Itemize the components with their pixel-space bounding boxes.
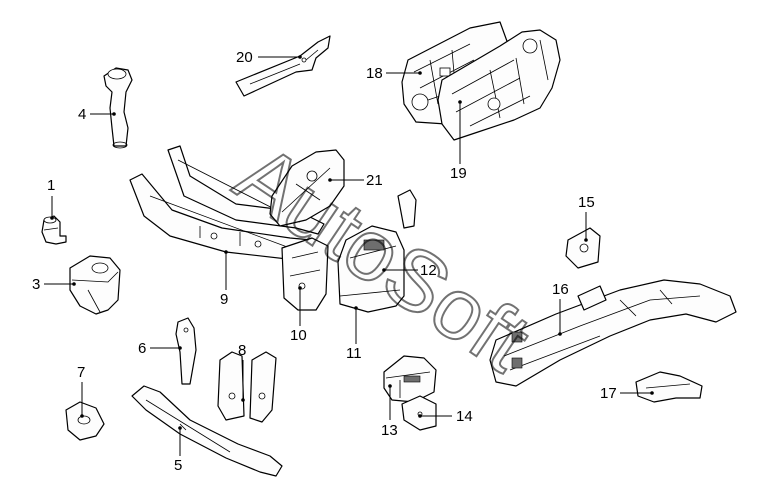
svg-text:9: 9	[220, 291, 228, 308]
callout-12: 12	[382, 262, 437, 279]
callout-13: 13	[381, 384, 398, 439]
svg-text:20: 20	[236, 49, 253, 66]
part-17-bracket	[635, 371, 703, 403]
svg-text:6: 6	[138, 340, 146, 357]
callout-7: 7	[77, 364, 85, 418]
part-20-bracket	[235, 35, 331, 97]
part-6-bracket	[175, 317, 197, 385]
part-1-fitting	[41, 215, 67, 245]
callout-8: 8	[238, 342, 246, 402]
callout-5: 5	[174, 426, 182, 474]
part-15-plate	[565, 227, 601, 269]
svg-text:8: 8	[238, 342, 246, 359]
callout-9: 9	[220, 250, 228, 308]
svg-text:12: 12	[420, 262, 437, 279]
svg-text:14: 14	[456, 408, 473, 425]
part-3-block	[69, 255, 121, 315]
callout-1: 1	[47, 177, 55, 220]
svg-text:13: 13	[381, 422, 398, 439]
part-4-filler-pipe	[103, 67, 133, 149]
part-16-side-rail	[489, 279, 737, 387]
callout-3: 3	[32, 276, 76, 293]
svg-text:16: 16	[552, 281, 569, 298]
callout-16: 16	[552, 281, 569, 336]
svg-text:11: 11	[346, 345, 362, 362]
svg-text:AutoSoft: AutoSoft	[219, 126, 546, 390]
callout-10: 10	[290, 286, 307, 344]
callout-11: 11	[346, 306, 362, 362]
callout-15: 15	[578, 194, 595, 242]
callout-20: 20	[236, 49, 302, 66]
svg-text:18: 18	[366, 65, 383, 82]
svg-text:19: 19	[450, 165, 467, 182]
callout-21: 21	[328, 172, 383, 189]
part-11-box	[337, 189, 417, 313]
part-7-mount	[65, 401, 105, 441]
svg-text:4: 4	[78, 106, 86, 123]
svg-text:17: 17	[600, 385, 617, 402]
part-21-bracket	[269, 149, 345, 227]
callout-19: 19	[450, 100, 467, 182]
svg-text:15: 15	[578, 194, 595, 211]
part-10-side-panel	[281, 237, 329, 311]
part-19-panel	[437, 29, 561, 141]
callout-6: 6	[138, 340, 182, 357]
part-13-box	[383, 355, 437, 403]
part-8-brackets	[217, 351, 277, 423]
svg-text:10: 10	[290, 327, 307, 344]
svg-text:3: 3	[32, 276, 40, 293]
svg-text:7: 7	[77, 364, 85, 381]
svg-text:5: 5	[174, 457, 182, 474]
callout-4: 4	[78, 106, 116, 123]
svg-text:21: 21	[366, 172, 383, 189]
callout-17: 17	[600, 385, 654, 402]
svg-text:1: 1	[47, 177, 55, 194]
part-14-clip	[401, 395, 437, 431]
callout-14: 14	[418, 408, 473, 425]
watermark: AutoSoft	[218, 125, 547, 391]
callout-18: 18	[366, 65, 422, 82]
